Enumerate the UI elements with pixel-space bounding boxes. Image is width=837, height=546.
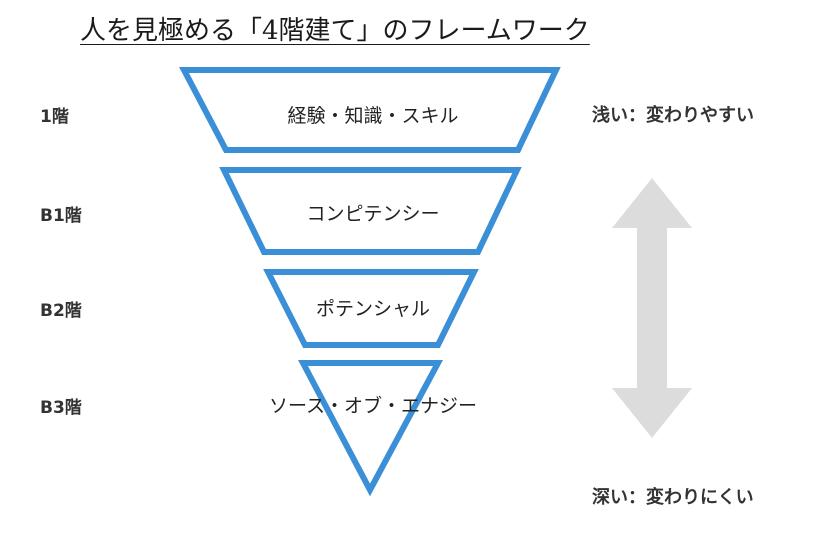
double-arrow-icon [612, 178, 692, 438]
layer-b2-trapezoid [263, 269, 479, 348]
layer-b3-triangle [298, 360, 444, 497]
page-title: 人を見極める「4階建て」のフレームワーク [80, 16, 590, 46]
floor-label-b1: B1階 [40, 206, 82, 226]
floor-label-b3: B3階 [40, 398, 82, 418]
floor-label-b2: B2階 [40, 301, 82, 321]
floor-label-1: 1階 [40, 107, 69, 127]
layer-label-b1: コンピテンシー [306, 203, 440, 225]
layer-label-b3: ソース・オブ・エナジー [268, 395, 478, 417]
layer-b1-trapezoid [219, 167, 522, 255]
layer-1-trapezoid [179, 67, 561, 153]
layer-label-b2: ポテンシャル [315, 298, 430, 320]
shallow-note: 浅い：変わりやすい [592, 105, 754, 126]
deep-note: 深い：変わりにくい [592, 487, 754, 508]
layer-label-1: 経験・知識・スキル [287, 105, 459, 127]
